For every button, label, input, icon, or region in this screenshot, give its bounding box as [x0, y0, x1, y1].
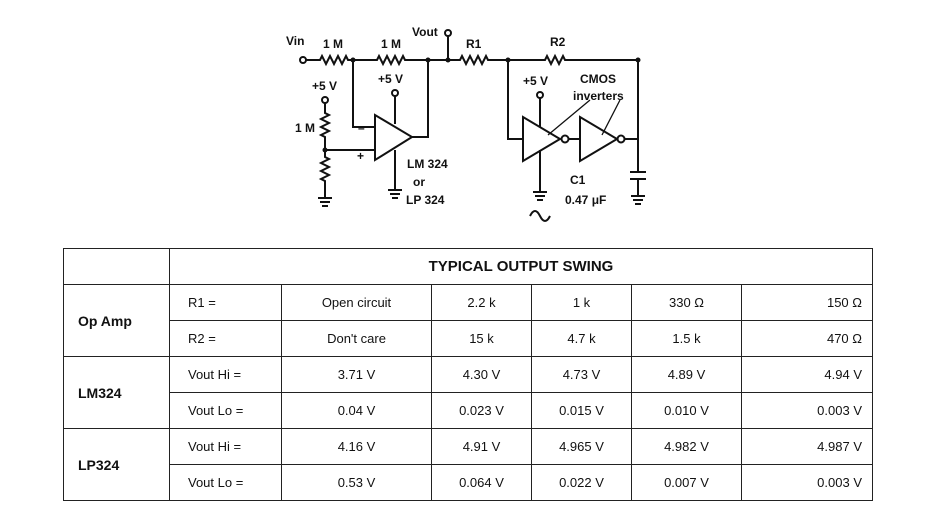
group-cell: Op Amp [63, 284, 170, 357]
pointer-arrows [547, 99, 621, 136]
value-cell: 4.91 V [431, 428, 532, 465]
value-cell: 0.015 V [531, 392, 632, 429]
circuit-diagram: – + Vin 1 M 1 M Vout R1 R2 +5 V +5 V +5 … [286, 25, 646, 222]
opamp-supply-terminal [391, 89, 399, 97]
value-cell: 0.003 V [741, 392, 873, 429]
supply-inv-label: +5 V [523, 74, 548, 88]
value-cell: 1.5 k [631, 320, 742, 357]
value-cell: 2.2 k [431, 284, 532, 321]
value-cell: 150 Ω [741, 284, 873, 321]
value-cell: 1 k [531, 284, 632, 321]
rfb-label: 1 M [381, 37, 401, 51]
row-label: Vout Lo = [169, 464, 282, 501]
value-cell: 4.94 V [741, 356, 873, 393]
inverter-1 [522, 115, 562, 163]
opamp-label: LM 324 [407, 157, 448, 171]
value-cell: 330 Ω [631, 284, 742, 321]
cap-value: 0.47 μF [565, 193, 606, 207]
value-cell: 0.010 V [631, 392, 742, 429]
table-header-row: TYPICAL OUTPUT SWING [63, 248, 873, 285]
r2-label: R2 [550, 35, 566, 49]
value-cell: 4.30 V [431, 356, 532, 393]
vin-terminal [299, 56, 307, 64]
opamp-label-alt: LP 324 [406, 193, 445, 207]
divider-resistors [318, 103, 332, 198]
plus-sign: + [357, 149, 364, 163]
rdiv-label: 1 M [295, 121, 315, 135]
table-title: TYPICAL OUTPUT SWING [169, 248, 873, 285]
cmos-label: CMOS [580, 72, 616, 86]
rin-label: 1 M [323, 37, 343, 51]
value-cell: 0.007 V [631, 464, 742, 501]
value-cell: 4.7 k [531, 320, 632, 357]
value-cell: 4.73 V [531, 356, 632, 393]
r1-label: R1 [466, 37, 482, 51]
value-cell: 0.003 V [741, 464, 873, 501]
value-cell: 4.89 V [631, 356, 742, 393]
supply-left-label: +5 V [312, 79, 337, 93]
group-cell: LM324 [63, 356, 170, 429]
row-label: R1 = [169, 284, 282, 321]
inverter-supply-terminal [536, 91, 544, 99]
value-cell: 4.987 V [741, 428, 873, 465]
ground-icon [318, 197, 332, 207]
value-cell: 0.022 V [531, 464, 632, 501]
row-label: Vout Lo = [169, 392, 282, 429]
value-cell: 15 k [431, 320, 532, 357]
value-cell: Don't care [281, 320, 432, 357]
wire [325, 60, 429, 190]
value-cell: 0.023 V [431, 392, 532, 429]
ground-icon [388, 189, 402, 199]
supply-amp-label: +5 V [378, 72, 403, 86]
inverters-label: inverters [573, 89, 624, 103]
row-label: Vout Hi = [169, 428, 282, 465]
value-cell: 0.04 V [281, 392, 432, 429]
wire [507, 60, 646, 196]
divider-supply-terminal [321, 96, 329, 104]
labels: Vin 1 M 1 M Vout R1 R2 +5 V +5 V +5 V 1 … [286, 25, 624, 207]
value-cell: 3.71 V [281, 356, 432, 393]
inverter-2 [579, 115, 619, 163]
ground-icon [631, 195, 645, 205]
wire [306, 53, 638, 67]
value-cell: 4.16 V [281, 428, 432, 465]
row-label: R2 = [169, 320, 282, 357]
value-cell: 0.064 V [431, 464, 532, 501]
ac-source-icon [529, 210, 551, 222]
value-cell: Open circuit [281, 284, 432, 321]
vin-label: Vin [286, 34, 304, 48]
value-cell: 0.53 V [281, 464, 432, 501]
cap-label: C1 [570, 173, 586, 187]
vout-label: Vout [412, 25, 438, 39]
opamp-symbol [374, 113, 414, 162]
value-cell: 4.982 V [631, 428, 742, 465]
value-cell: 4.965 V [531, 428, 632, 465]
vout-terminal [444, 29, 452, 37]
minus-sign: – [358, 121, 365, 135]
row-label: Vout Hi = [169, 356, 282, 393]
opamp-or: or [413, 175, 425, 189]
ground-icon [533, 191, 547, 201]
value-cell: 470 Ω [741, 320, 873, 357]
group-cell: LP324 [63, 428, 170, 501]
